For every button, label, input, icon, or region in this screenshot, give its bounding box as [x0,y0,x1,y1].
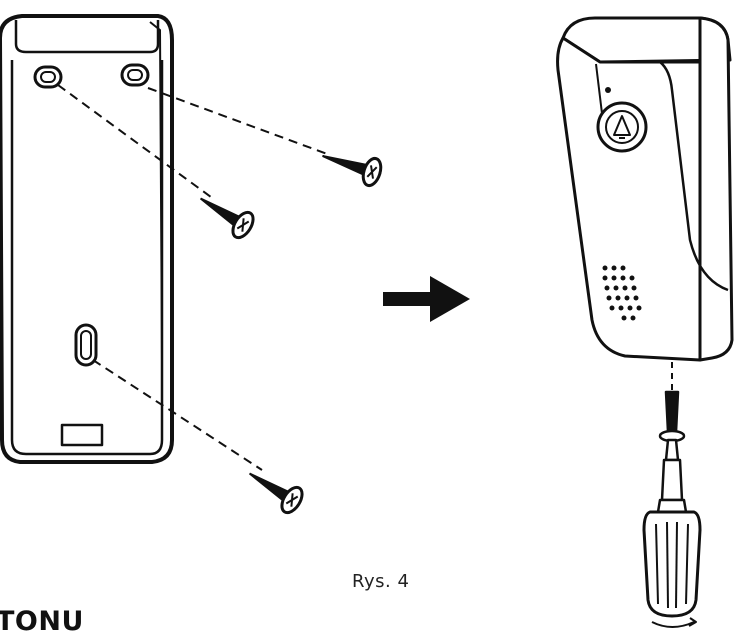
screw-slot-top-left [33,65,63,89]
section-heading: TONU [0,606,84,637]
back-plate-icon [0,14,174,464]
guide-lines [57,84,331,471]
cable-opening [60,423,104,447]
speaker-grille [602,265,642,321]
figure-caption: Rys. 4 [352,571,410,592]
doorbell-camera-icon [556,16,734,362]
screw-slot-bottom [74,323,98,367]
screw-slot-top-right [120,63,150,87]
arrow-right-icon [383,276,470,322]
screw-icon [199,154,383,515]
screwdriver-icon [642,390,702,628]
